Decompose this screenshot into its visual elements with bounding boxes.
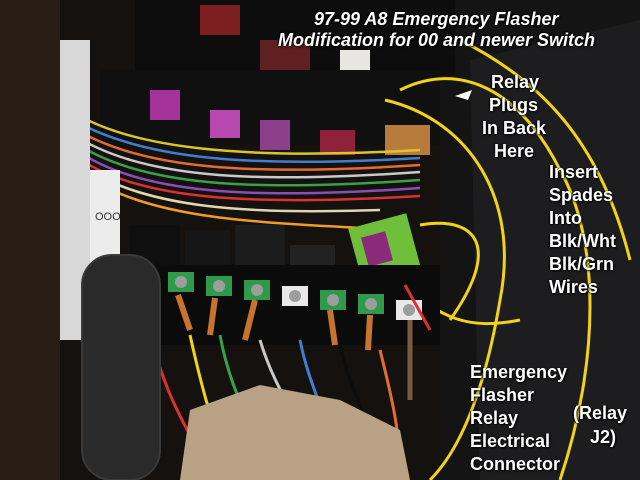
purple-plug [260, 120, 290, 150]
caption-title-line1: 97-99 A8 Emergency Flasher [314, 9, 559, 29]
label-flasher-line3: Relay [470, 408, 519, 428]
label-insert-spades-line5: Blk/Grn [549, 254, 615, 274]
label-insert-spades-line2: Spades [549, 185, 614, 205]
cardboard-piece [180, 385, 410, 480]
svg-text:OOO: OOO [95, 211, 121, 223]
foam-insulation [82, 255, 160, 480]
label-relay-id-line2: J2) [590, 427, 617, 447]
label-flasher-line5: Connector [470, 454, 560, 474]
pointer-arrow-icon [455, 90, 472, 100]
label-flasher-line4: Electrical [470, 431, 551, 451]
red-plug [320, 130, 355, 155]
label-flasher-line1: Emergency [470, 362, 568, 382]
label-relay-plugs-line1: Relay [491, 72, 540, 92]
label-relay-plugs-line3: In Back [482, 118, 547, 138]
label-relay-plugs-line2: Plugs [489, 95, 539, 115]
label-insert-spades-line1: Insert [549, 162, 599, 182]
caption-title-line2: Modification for 00 and newer Switch [278, 30, 596, 50]
yellow-jumper-wires [384, 38, 632, 480]
label-insert-spades-line6: Wires [549, 277, 598, 297]
label-insert-spades-line3: Into [549, 208, 582, 228]
label-relay-id-line1: (Relay [573, 403, 628, 423]
purple-plug [150, 90, 180, 120]
label-insert-spades-line4: Blk/Wht [549, 231, 616, 251]
wire-harness [69, 108, 421, 230]
label-flasher-line2: Flasher [470, 385, 535, 405]
purple-plug [210, 110, 240, 138]
terminal-row [120, 265, 440, 351]
label-relay-plugs-line4: Here [494, 141, 535, 161]
